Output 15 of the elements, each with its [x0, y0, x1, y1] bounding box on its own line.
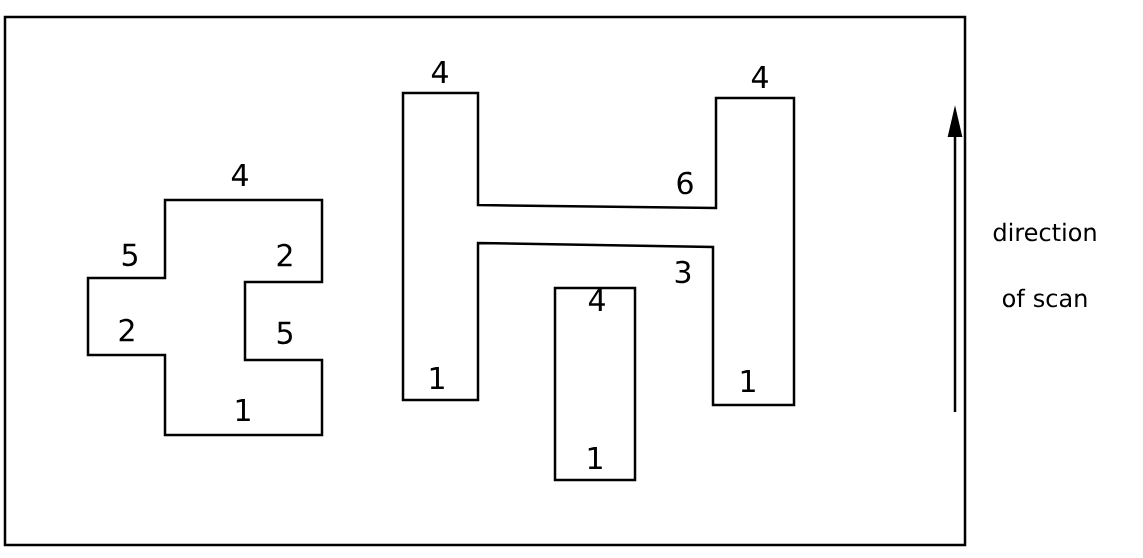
vertex-code: 4 [588, 289, 605, 311]
vertex-code: 4 [751, 66, 768, 88]
vertex-code: 6 [677, 171, 693, 195]
vertex-code: 1 [741, 370, 755, 392]
vertex-code: 1 [588, 447, 602, 469]
vertex-code: 5 [277, 321, 292, 345]
vertex-code: 3 [675, 260, 691, 284]
vertex-code: 4 [431, 61, 448, 83]
scan-direction-label: direction of scan [993, 222, 1096, 308]
vertex-code: 2 [119, 318, 134, 342]
vertex-code: 5 [122, 243, 137, 267]
vertex-code: 1 [236, 399, 250, 421]
vertex-code: 4 [231, 164, 248, 186]
vertex-code: 1 [430, 367, 444, 389]
vertex-code: 2 [277, 243, 292, 267]
